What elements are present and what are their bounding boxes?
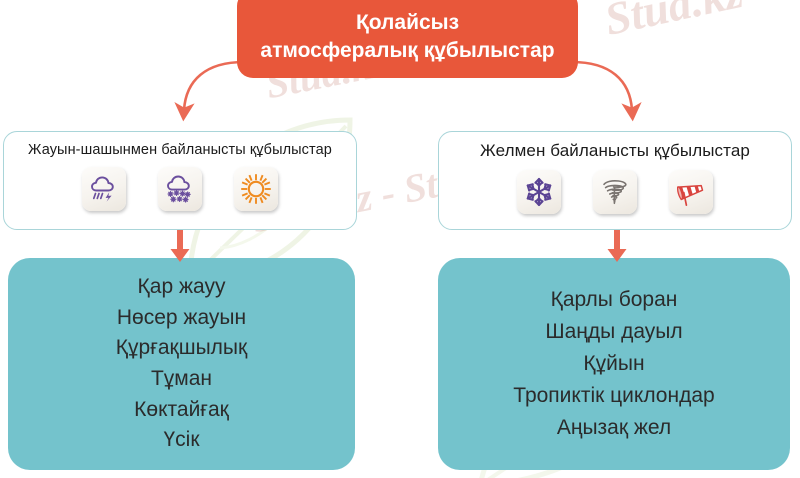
category-label-wind: Желмен байланысты құбылыстар <box>480 141 750 160</box>
title-line-1: Қолайсыз <box>355 11 460 35</box>
phenomena-list-precipitation: Қар жауу Нөсер жауын Құрғақшылық Тұман К… <box>8 258 355 470</box>
list-item: Нөсер жауын <box>116 305 247 329</box>
list-item: Көктайғақ <box>134 397 229 421</box>
down-arrow-wind <box>607 230 627 262</box>
list-item: Үсік <box>163 428 200 452</box>
snow-cloud-icon <box>158 167 202 211</box>
list-item: Тұман <box>150 367 213 390</box>
sun-icon <box>234 167 278 211</box>
list-item: Аңызақ жел <box>556 415 672 439</box>
page-title: Қолайсыз атмосфералық құбылыстар <box>246 3 568 64</box>
tornado-icon <box>593 170 637 214</box>
windsock-icon <box>669 170 713 214</box>
list-item: Құйын <box>583 352 645 376</box>
icon-row-precipitation <box>4 167 356 211</box>
category-box-precipitation: Жауын-шашынмен байланысты құбылыстар <box>3 131 357 230</box>
phenomena-list-wind: Қарлы боран Шаңды дауыл Құйын Тропиктік … <box>438 258 790 470</box>
title-line-2: атмосфералық құбылыстар <box>260 39 555 62</box>
icon-row-wind <box>439 170 791 214</box>
watermark-text: Stud.kz <box>600 0 748 45</box>
list-item: Шаңды дауыл <box>545 320 683 344</box>
down-arrow-precipitation <box>170 230 190 262</box>
list-item: Қар жауу <box>137 275 226 299</box>
thunderstorm-rain-cloud-icon <box>82 167 126 211</box>
diagram-title-box: Қолайсыз атмосфералық құбылыстар <box>237 0 578 78</box>
snowflake-icon <box>517 170 561 214</box>
list-item: Құрғақшылық <box>115 336 248 360</box>
category-box-wind: Желмен байланысты құбылыстар <box>438 131 792 230</box>
list-item: Тропиктік циклондар <box>513 383 715 407</box>
category-label-precipitation: Жауын-шашынмен байланысты құбылыстар <box>28 142 332 158</box>
list-item: Қарлы боран <box>550 288 678 312</box>
